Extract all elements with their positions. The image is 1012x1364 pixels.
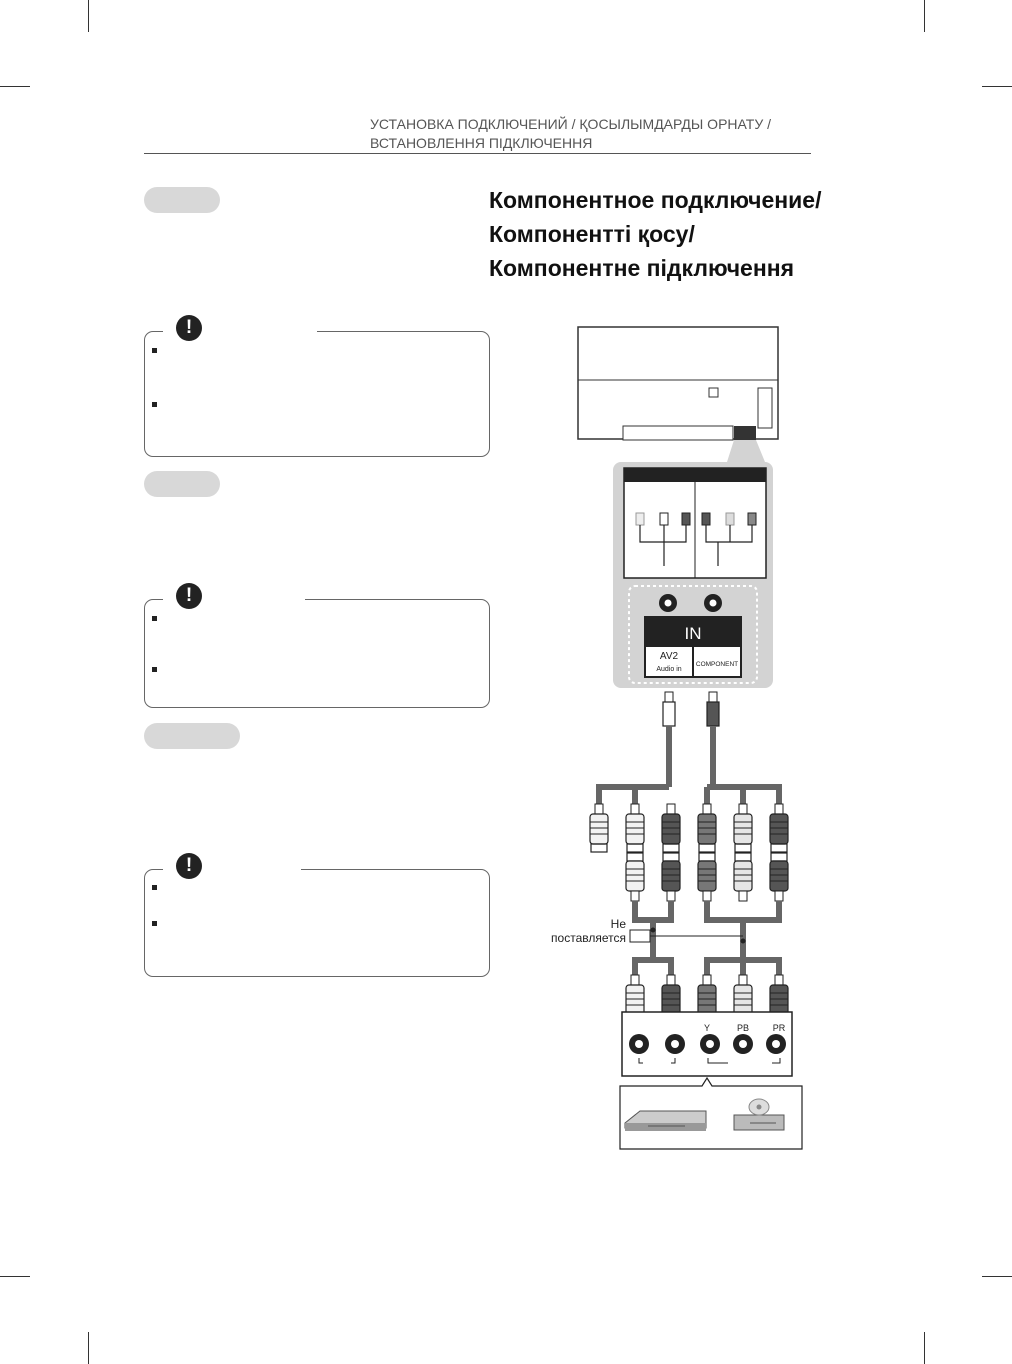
note-icon: ! — [176, 853, 202, 879]
breakout-plug-row — [589, 803, 789, 853]
not-supplied-pointer — [629, 927, 746, 944]
note-bullet — [152, 348, 157, 353]
not-supplied-line-1: Не — [610, 917, 626, 931]
playback-devices — [619, 1076, 803, 1150]
jack-pb-label: PB — [737, 1023, 749, 1033]
breakout-cables — [596, 726, 782, 806]
not-supplied-line-2: поставляется — [551, 931, 626, 945]
disc-player-icon — [733, 1098, 785, 1131]
note-box: ! — [144, 315, 490, 457]
title-line-3: Компонентне підключення — [489, 255, 795, 281]
header-line-2: ВСТАНОВЛЕННЯ ПІДКЛЮЧЕННЯ — [370, 135, 593, 151]
header-rule — [144, 153, 811, 154]
device-jack-panel: Y PB PR — [621, 1011, 793, 1077]
audio-in-label: Audio in — [656, 666, 681, 673]
not-supplied-label: Не поставляется — [540, 917, 626, 945]
panel-in-label: IN — [685, 624, 702, 643]
language-pill-kazakh — [144, 471, 220, 497]
language-pill-russian — [144, 187, 220, 213]
note-icon: ! — [176, 315, 202, 341]
crop-mark — [0, 1276, 30, 1277]
crop-mark — [88, 1332, 89, 1364]
note-box-gap — [163, 598, 305, 602]
title-line-1: Компонентное подключение/ — [489, 187, 822, 213]
note-box: ! — [144, 853, 490, 977]
component-port-label: COMPONENT — [696, 661, 738, 668]
note-box: ! — [144, 583, 490, 708]
crop-mark — [982, 1276, 1012, 1277]
cable-plug-row — [625, 852, 789, 902]
language-pill-ukrainian — [144, 723, 240, 749]
jack-pr-label: PR — [773, 1023, 786, 1033]
section-title: Компонентное подключение/ Компоненттi қо… — [489, 183, 821, 285]
title-line-2: Компоненттi қосу/ — [489, 221, 695, 247]
note-bullet — [152, 616, 157, 621]
note-bullet — [152, 667, 157, 672]
av2-port-label: AV2 — [660, 651, 679, 662]
note-box-gap — [163, 330, 317, 334]
note-bullet — [152, 402, 157, 407]
running-header: УСТАНОВКА ПОДКЛЮЧЕНИЙ / ҚОСЫЛЫМДАРДЫ ОРН… — [370, 115, 771, 153]
header-line-1: УСТАНОВКА ПОДКЛЮЧЕНИЙ / ҚОСЫЛЫМДАРДЫ ОРН… — [370, 116, 771, 132]
not-supplied-cables — [632, 901, 782, 980]
jack-y-label: Y — [704, 1023, 710, 1033]
crop-mark — [0, 86, 30, 87]
crop-mark — [982, 86, 1012, 87]
tv-back-illustration — [577, 326, 779, 462]
adapter-plugs — [662, 691, 720, 727]
crop-mark — [924, 1332, 925, 1364]
note-bullet — [152, 921, 157, 926]
note-icon: ! — [176, 583, 202, 609]
component-connection-diagram: IN AV2 Audio in COMPONENT — [577, 326, 803, 1150]
note-box-gap — [163, 868, 301, 872]
dvd-player-icon — [624, 1110, 707, 1131]
crop-mark — [924, 0, 925, 32]
tv-input-panel: IN AV2 Audio in COMPONENT — [613, 462, 773, 688]
note-bullet — [152, 885, 157, 890]
crop-mark — [88, 0, 89, 32]
